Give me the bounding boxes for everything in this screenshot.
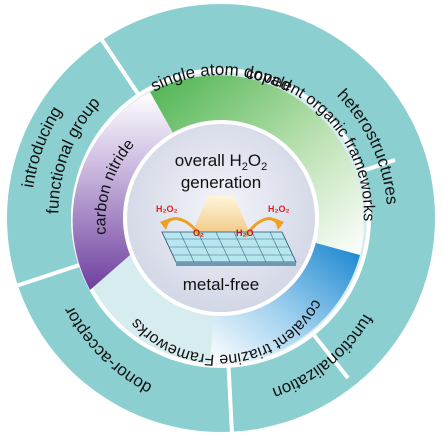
ctf-arc — [210, 242, 360, 364]
label-h2o2-right: H₂O₂ — [268, 204, 290, 214]
cof-arc — [150, 75, 364, 255]
center-title: overall H2O2 — [175, 151, 268, 173]
center-subtitle: generation — [181, 173, 261, 192]
left-arrowhead-icon — [160, 218, 170, 230]
label-o2: O₂ — [193, 228, 204, 238]
label-h2o2-left: H₂O₂ — [156, 204, 178, 214]
label-h2o: H₂O — [236, 228, 254, 238]
catalyst-lattice-icon — [161, 231, 297, 266]
center-footer: metal-free — [183, 275, 260, 294]
light-beam-icon — [190, 196, 252, 238]
carbon-nitride-arc — [72, 92, 174, 290]
right-arrowhead-icon — [274, 218, 284, 230]
